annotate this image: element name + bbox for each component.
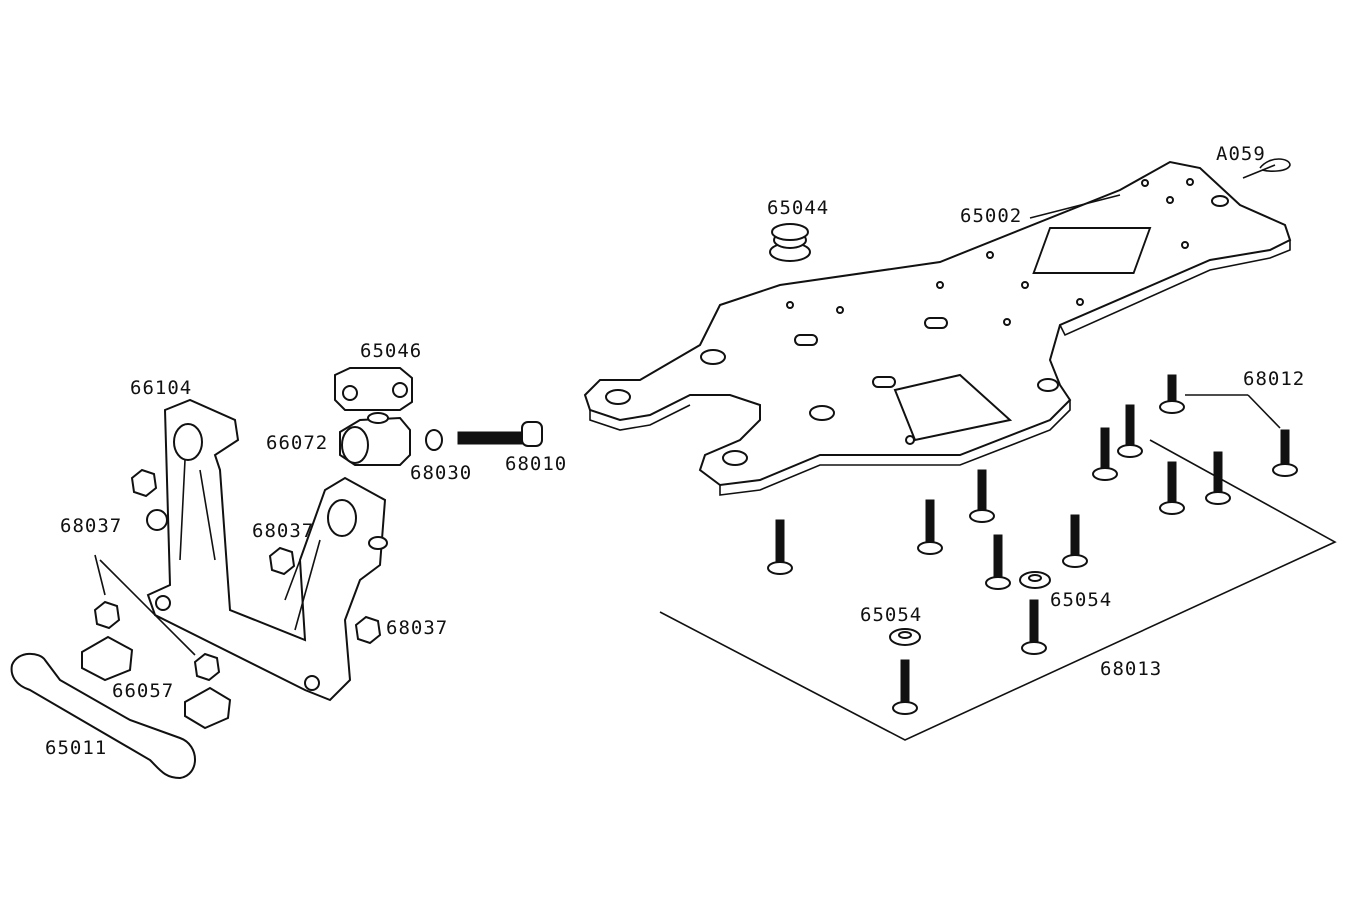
label-65044: 65044 — [767, 197, 830, 219]
label-a059: A059 — [1216, 143, 1266, 165]
mount-65046 — [334, 367, 413, 411]
label-66072: 66072 — [266, 432, 329, 454]
grommet-65044 — [769, 223, 811, 262]
label-68037-center: 68037 — [252, 520, 315, 542]
label-66057: 66057 — [112, 680, 175, 702]
label-68037-right: 68037 — [386, 617, 449, 639]
label-68030: 68030 — [410, 462, 473, 484]
label-68012: 68012 — [1243, 368, 1306, 390]
label-65002: 65002 — [960, 205, 1023, 227]
bolt-68010 — [457, 421, 543, 447]
label-65054-right: 65054 — [1050, 589, 1113, 611]
leader-65002 — [1029, 194, 1121, 219]
label-68013: 68013 — [1100, 658, 1163, 680]
base-plate-68013 — [659, 439, 1337, 741]
screws-68012 — [767, 374, 1298, 715]
label-65011: 65011 — [45, 737, 108, 759]
washer-68030 — [425, 429, 443, 451]
blocks-66057 — [81, 635, 232, 730]
label-65054-left: 65054 — [860, 604, 923, 626]
bulkhead-66104 — [146, 398, 388, 702]
washers-65054 — [889, 571, 1051, 646]
nuts-68037 — [93, 468, 382, 682]
clip-a059 — [1242, 158, 1291, 179]
label-68037-left: 68037 — [60, 515, 123, 537]
label-68010: 68010 — [505, 453, 568, 475]
block-66072 — [339, 412, 411, 466]
label-65046: 65046 — [360, 340, 423, 362]
chassis-plate-65002 — [583, 160, 1292, 496]
label-66104: 66104 — [130, 377, 193, 399]
arm-65011 — [10, 652, 196, 780]
